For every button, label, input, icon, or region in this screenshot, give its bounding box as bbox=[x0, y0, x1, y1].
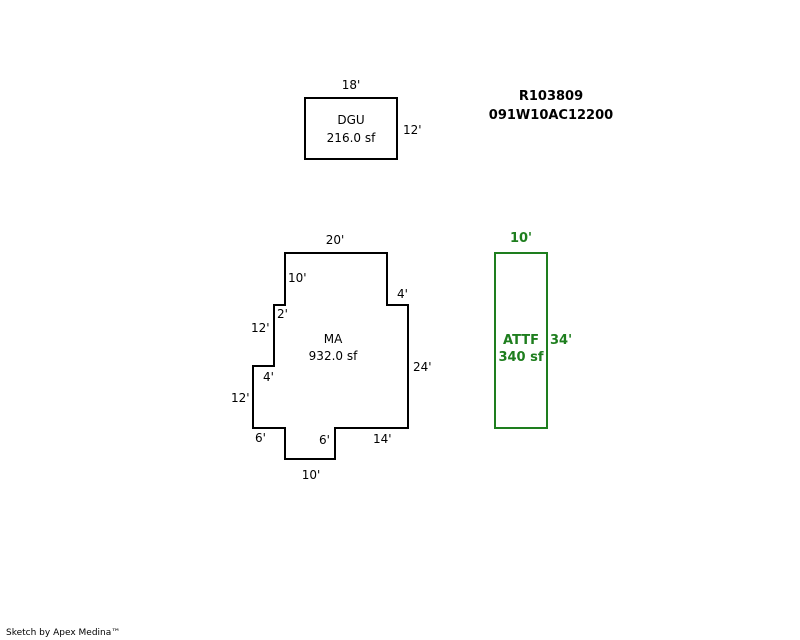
dgu-outline bbox=[304, 97, 398, 160]
dgu-name: DGU bbox=[337, 113, 365, 127]
attf-area: 340 sf bbox=[498, 350, 544, 365]
ma-name: MA bbox=[323, 332, 343, 346]
ma-bottom-left-dimension: 6' bbox=[255, 431, 266, 445]
attf-name: ATTF bbox=[503, 333, 539, 348]
attf-right-dimension: 34' bbox=[550, 333, 573, 348]
map-number: 091W10AC12200 bbox=[488, 108, 614, 123]
ma-area: 932.0 sf bbox=[308, 349, 358, 363]
ma-bottom-right-dimension: 14' bbox=[373, 432, 392, 446]
dgu-top-dimension: 18' bbox=[341, 78, 361, 92]
ma-inner-left-dimension: 4' bbox=[263, 370, 274, 384]
ma-top-dimension: 20' bbox=[325, 233, 345, 247]
attf-outline bbox=[494, 252, 548, 429]
sketch-credit: Sketch by Apex Medina™ bbox=[6, 628, 121, 638]
ma-notch-bottom-dimension: 10' bbox=[301, 468, 321, 482]
ma-outline bbox=[252, 252, 409, 460]
ma-lower-left-dimension: 12' bbox=[231, 391, 250, 405]
ma-right-dimension: 24' bbox=[413, 360, 432, 374]
ma-mid-left-dimension: 12' bbox=[251, 321, 270, 335]
account-number: R103809 bbox=[518, 89, 584, 104]
ma-step-dimension: 2' bbox=[277, 307, 288, 321]
dgu-area: 216.0 sf bbox=[326, 131, 376, 145]
ma-notch-depth-dimension: 6' bbox=[319, 433, 330, 447]
attf-top-dimension: 10' bbox=[509, 231, 533, 246]
ma-right-step-dimension: 4' bbox=[397, 287, 408, 301]
ma-upper-left-dimension: 10' bbox=[288, 271, 307, 285]
dgu-right-dimension: 12' bbox=[403, 123, 422, 137]
